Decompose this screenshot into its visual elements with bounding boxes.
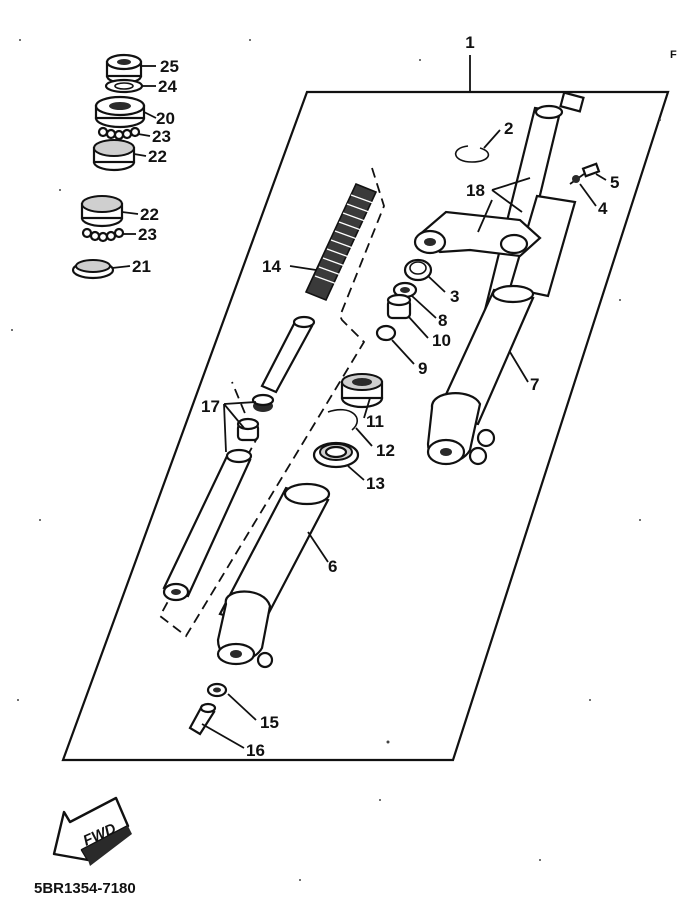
- callout-10: 10: [432, 331, 451, 350]
- oil-lock-17: [236, 417, 260, 442]
- scan-speckles: [11, 39, 661, 881]
- callout-6: 6: [328, 557, 337, 576]
- steering-nut-25: [105, 53, 143, 85]
- callout-8: 8: [438, 311, 447, 330]
- clip-12: [327, 408, 359, 431]
- callout-16: 16: [246, 741, 265, 760]
- outer-tube-6: [216, 482, 331, 669]
- drawing-code: 5BR1354-7180: [34, 880, 136, 897]
- callout-22-top: 22: [148, 147, 167, 166]
- fork-assembly-7: [426, 91, 585, 466]
- callout-14: 14: [262, 257, 281, 276]
- callout-23-top: 23: [152, 127, 171, 146]
- callout-20: 20: [156, 109, 175, 128]
- callout-22-bottom: 22: [140, 205, 159, 224]
- dust-seal-11: [340, 373, 384, 409]
- edge-fragment-label: F: [670, 49, 677, 61]
- oil-seal-13: [312, 441, 360, 469]
- ball-bearing-23-bottom: [81, 227, 125, 243]
- ring-nut-20: [94, 95, 146, 129]
- callout-18: 18: [466, 181, 485, 200]
- callout-7: 7: [530, 375, 539, 394]
- rebound-spring-17: [251, 393, 275, 412]
- fwd-arrow-icon: FWD: [52, 796, 132, 866]
- fork-spring-14: [304, 182, 378, 302]
- spacer-8: [392, 281, 418, 299]
- callout-17: 17: [201, 397, 220, 416]
- callout-1: 1: [465, 33, 474, 52]
- bushing-10: [386, 293, 412, 320]
- callout-5: 5: [610, 173, 619, 192]
- o-ring-9: [375, 324, 397, 342]
- assembly-frame: [61, 90, 670, 762]
- callout-9: 9: [418, 359, 427, 378]
- callout-24: 24: [158, 77, 177, 96]
- gasket-15: [206, 682, 228, 698]
- oil-seal-3: [403, 258, 433, 282]
- circlip-2: [454, 145, 490, 163]
- callout-12: 12: [376, 441, 395, 460]
- leader-lines: [111, 55, 607, 749]
- race-22-top: [92, 139, 136, 172]
- washer-4: [572, 175, 580, 183]
- callout-13: 13: [366, 474, 385, 493]
- race-22-bottom: [80, 195, 124, 228]
- callout-21: 21: [132, 257, 151, 276]
- callout-15: 15: [260, 713, 279, 732]
- dust-seal-21: [71, 259, 115, 280]
- damper-rod: [260, 315, 316, 394]
- bolt-16: [188, 702, 217, 736]
- callout-2: 2: [504, 119, 513, 138]
- callout-4: 4: [598, 199, 608, 218]
- callout-3: 3: [450, 287, 459, 306]
- handlebar-bracket-18: [413, 210, 542, 258]
- callout-25: 25: [160, 57, 179, 76]
- callout-11: 11: [366, 412, 384, 431]
- inner-tube: [162, 448, 253, 602]
- callout-23-bottom: 23: [138, 225, 157, 244]
- washer-24: [104, 78, 144, 94]
- ball-bearing-23-top: [97, 126, 141, 141]
